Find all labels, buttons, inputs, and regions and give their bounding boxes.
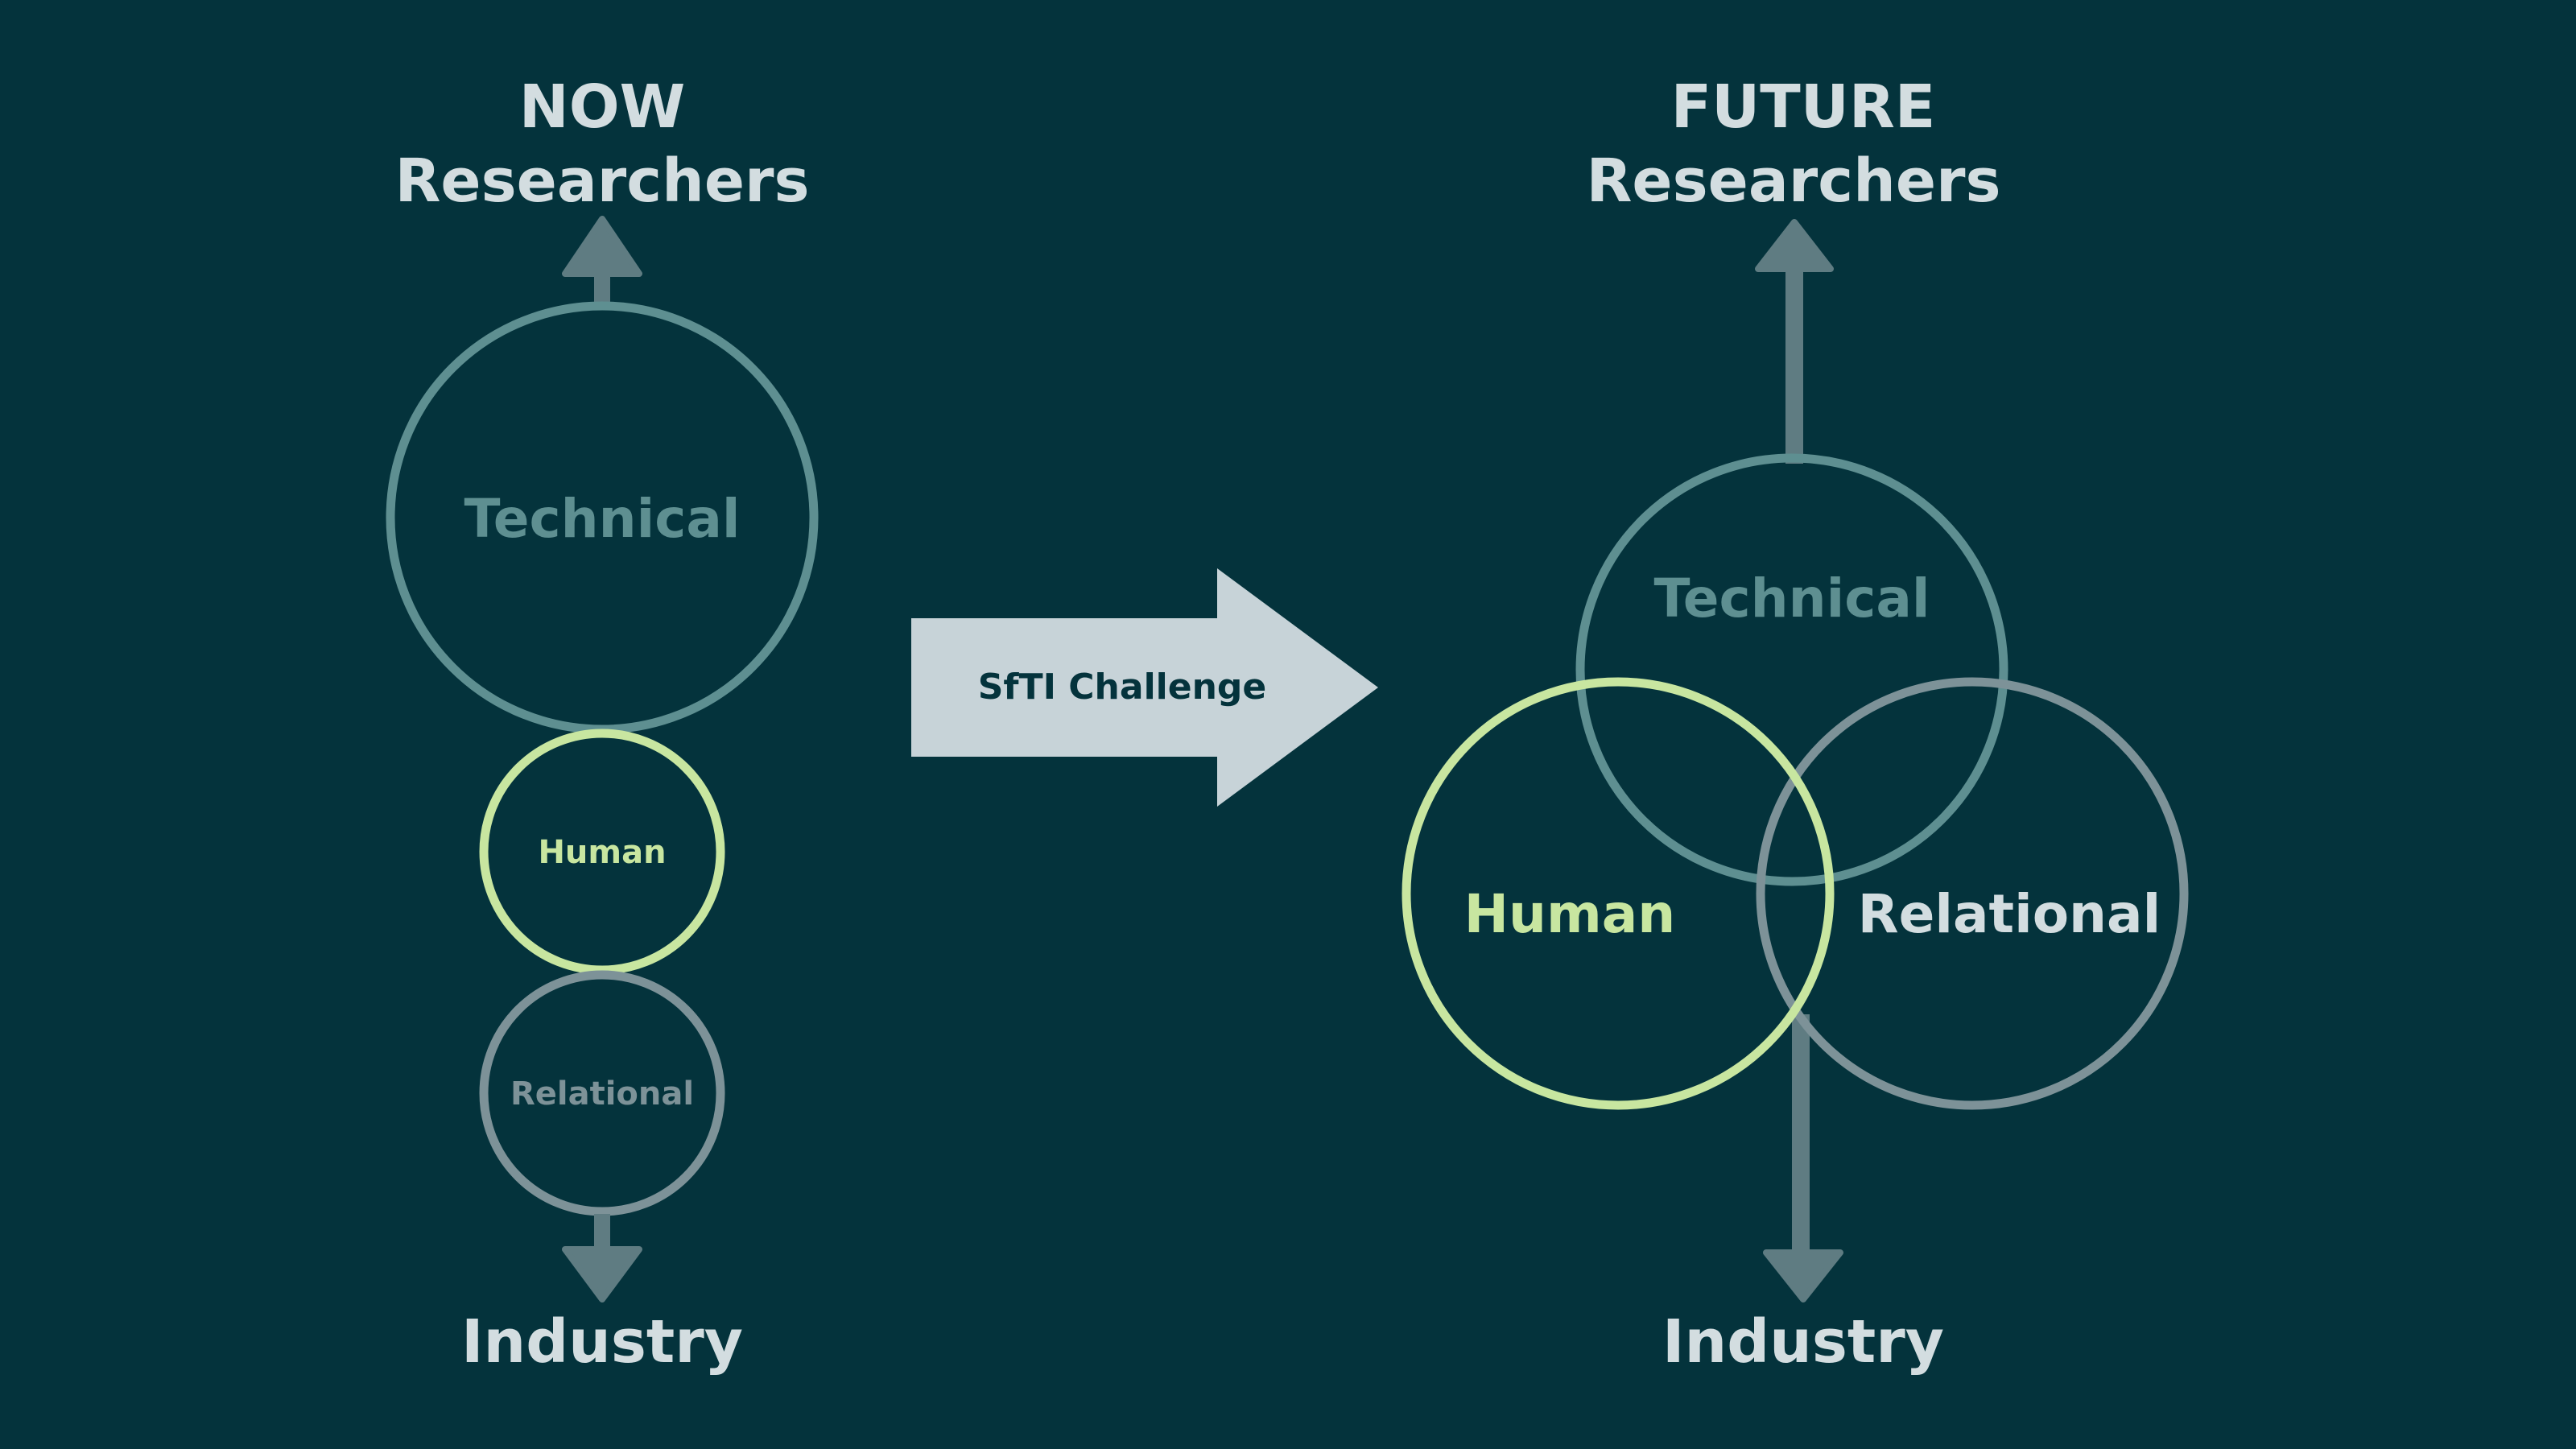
future-human-label: Human xyxy=(1464,883,1676,945)
sfti-challenge-arrow: SfTI Challenge xyxy=(911,568,1378,807)
now-relational-label: Relational xyxy=(510,1075,694,1113)
now-heading: NOW xyxy=(519,72,685,142)
future-relational-circle xyxy=(1756,677,2189,1110)
now-human-circle xyxy=(479,729,725,975)
sfti-challenge-label: SfTI Challenge xyxy=(978,667,1267,708)
future-technical-label: Technical xyxy=(1653,568,1930,630)
future-industry-label: Industry xyxy=(1662,1307,1944,1377)
now-technical-label: Technical xyxy=(464,488,740,550)
now-panel: NOW Researchers Technical Human Relation… xyxy=(386,72,819,1377)
future-up-arrow xyxy=(1755,219,1834,464)
future-human-circle xyxy=(1402,677,1835,1110)
future-panel: FUTURE Researchers Technical Relational … xyxy=(1402,72,2189,1377)
now-down-arrow xyxy=(562,1214,642,1302)
now-relational-circle xyxy=(479,970,725,1216)
future-down-arrow xyxy=(1763,1014,1843,1302)
now-industry-label: Industry xyxy=(461,1307,743,1377)
future-heading: FUTURE xyxy=(1671,72,1936,142)
future-researchers-label: Researchers xyxy=(1586,147,2000,216)
future-relational-label: Relational xyxy=(1858,883,2161,945)
now-researchers-label: Researchers xyxy=(394,147,809,216)
now-up-arrow xyxy=(562,216,642,308)
now-human-label: Human xyxy=(538,834,666,871)
future-technical-circle xyxy=(1575,453,2008,886)
